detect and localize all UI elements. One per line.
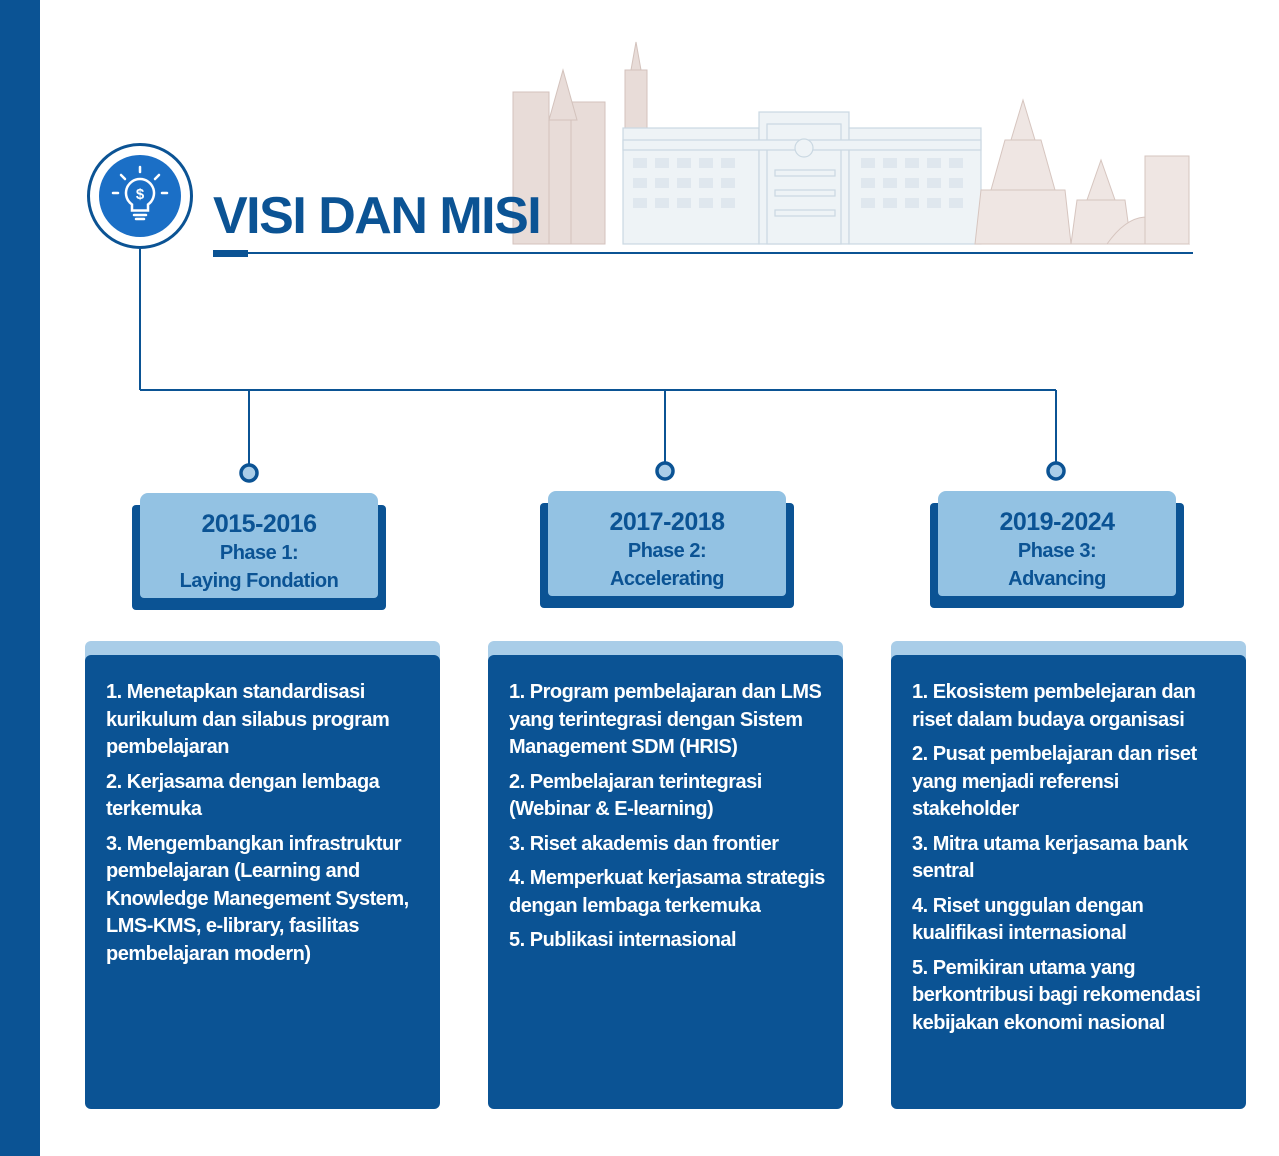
phase-1-node <box>239 463 259 483</box>
mission-list: 1. Program pembelajaran dan LMS yang ter… <box>509 679 825 955</box>
list-item: 1. Ekosistem pembelejaran dan riset dala… <box>912 681 1196 731</box>
list-item: 2. Pembelajaran terintegrasi (Webinar & … <box>509 770 762 821</box>
list-item: 3. Riset akademis dan frontier <box>509 832 779 855</box>
phase-years: 2015-2016 <box>201 510 317 538</box>
mission-list: 1. Ekosistem pembelejaran dan riset dala… <box>912 679 1228 1037</box>
city-skyline-illustration <box>512 41 1191 245</box>
list-item: 3. Mitra utama kerjasama bank sentral <box>912 832 1188 883</box>
logo-badge: $ <box>99 155 181 237</box>
phase-number: Phase 2: <box>627 540 707 562</box>
phase-3-header: 2019-2024 Phase 3: Advancing <box>930 491 1184 608</box>
phase-2-node <box>655 461 675 481</box>
lightbulb-icon: $ <box>111 165 169 221</box>
list-item: 1. Menetapkan standardisasi kurikulum da… <box>106 681 390 758</box>
mission-list: 1. Menetapkan standardisasi kurikulum da… <box>106 679 422 968</box>
phase-years: 2019-2024 <box>999 508 1115 536</box>
phase-number: Phase 1: <box>219 542 299 564</box>
phase-1-header: 2015-2016 Phase 1: Laying Fondation <box>132 493 386 610</box>
title-accent-bar <box>213 250 248 257</box>
page-title: VISI DAN MISI <box>213 187 542 245</box>
phase-2-mission-card: 1. Program pembelajaran dan LMS yang ter… <box>488 641 843 1109</box>
list-item: 4. Memperkuat kerjasama strategis dengan… <box>509 867 825 917</box>
side-bar <box>0 0 40 1156</box>
phase-name: Accelerating <box>609 568 725 590</box>
lightbulb-dollar-icon: $ <box>87 143 193 249</box>
connector-lines <box>139 249 1066 483</box>
list-item: 1. Program pembelajaran dan LMS yang ter… <box>509 681 822 758</box>
list-item: 4. Riset unggulan dengan kualifikasi int… <box>912 894 1144 945</box>
phase-2-header: 2017-2018 Phase 2: Accelerating <box>540 491 794 608</box>
phase-name: Advancing <box>1008 568 1106 590</box>
phase-3-node <box>1046 461 1066 481</box>
title-underline <box>248 252 1193 254</box>
list-item: 5. Publikasi internasional <box>509 929 737 951</box>
list-item: 2. Pusat pembelajaran dan riset yang men… <box>912 743 1197 820</box>
svg-text:$: $ <box>136 186 145 203</box>
list-item: 2. Kerjasama dengan lembaga terkemuka <box>106 770 380 821</box>
phase-name: Laying Fondation <box>179 570 339 592</box>
list-item: 5. Pemikiran utama yang berkontribusi ba… <box>912 956 1201 1034</box>
phase-years: 2017-2018 <box>609 508 725 536</box>
list-item: 3. Mengembangkan infrastruktur pembelaja… <box>106 832 409 965</box>
phase-1-mission-card: 1. Menetapkan standardisasi kurikulum da… <box>85 641 440 1109</box>
phase-3-mission-card: 1. Ekosistem pembelejaran dan riset dala… <box>891 641 1246 1109</box>
phase-number: Phase 3: <box>1017 540 1097 562</box>
